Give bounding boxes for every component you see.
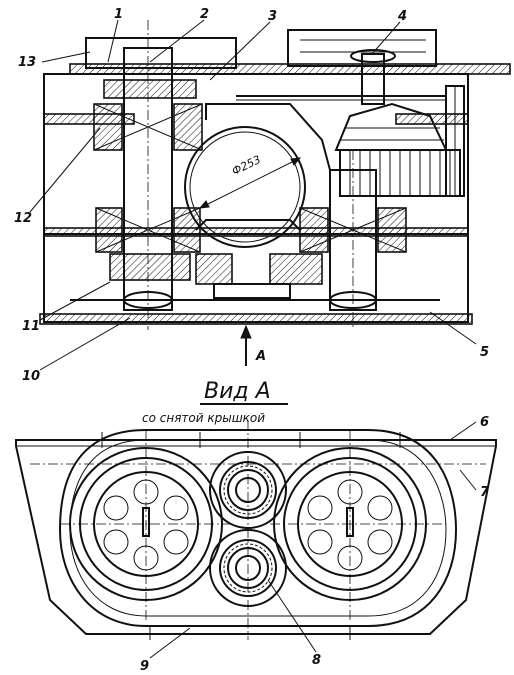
- part-label-6: 6: [480, 415, 489, 430]
- left-wheel: [60, 430, 230, 620]
- left-upper-bearings: [93, 103, 203, 151]
- upper-flange-left: [43, 113, 135, 125]
- view-a: Вид А со снятой крышкой: [15, 379, 497, 640]
- part-label-9: 9: [140, 659, 149, 674]
- part-label-8: 8: [312, 653, 321, 668]
- part-label-4: 4: [397, 9, 407, 24]
- view-a-subtitle: со снятой крышкой: [142, 411, 265, 425]
- part-label-13: 13: [18, 55, 36, 70]
- left-lower-gear: [109, 253, 191, 281]
- part-label-1: 1: [114, 7, 123, 22]
- outer-flange: [15, 439, 497, 635]
- part-label-12: 12: [14, 211, 32, 226]
- leader-lines: [29, 19, 477, 659]
- left-lower-bearings: [95, 207, 201, 253]
- drain-plug-block: [213, 283, 291, 299]
- section-view: Ф253: [39, 20, 511, 366]
- view-arrow-label: А: [255, 349, 266, 364]
- worm-assembly: [334, 49, 465, 197]
- bottom-cover: [39, 313, 473, 325]
- right-shaft: [329, 150, 377, 330]
- part-label-3: 3: [268, 9, 277, 24]
- right-lower-bearings: [299, 207, 407, 253]
- part-labels: 1 2 3 4 5 6 7 8 9 10 11 12 13: [14, 7, 490, 674]
- right-lower-gear: [269, 253, 323, 285]
- middle-plate: [43, 227, 469, 237]
- housing-outline: [58, 429, 458, 627]
- left-gear-hub: [103, 79, 197, 99]
- part-label-2: 2: [200, 7, 209, 22]
- part-label-11: 11: [22, 319, 40, 334]
- part-label-10: 10: [22, 369, 40, 384]
- diameter-dimension: Ф253: [230, 153, 263, 178]
- part-label-7: 7: [480, 485, 490, 500]
- middle-gear: [195, 253, 233, 285]
- right-wheel: [270, 430, 446, 620]
- view-a-title: Вид А: [204, 379, 271, 404]
- view-arrow: А: [240, 324, 266, 366]
- part-label-5: 5: [480, 345, 489, 360]
